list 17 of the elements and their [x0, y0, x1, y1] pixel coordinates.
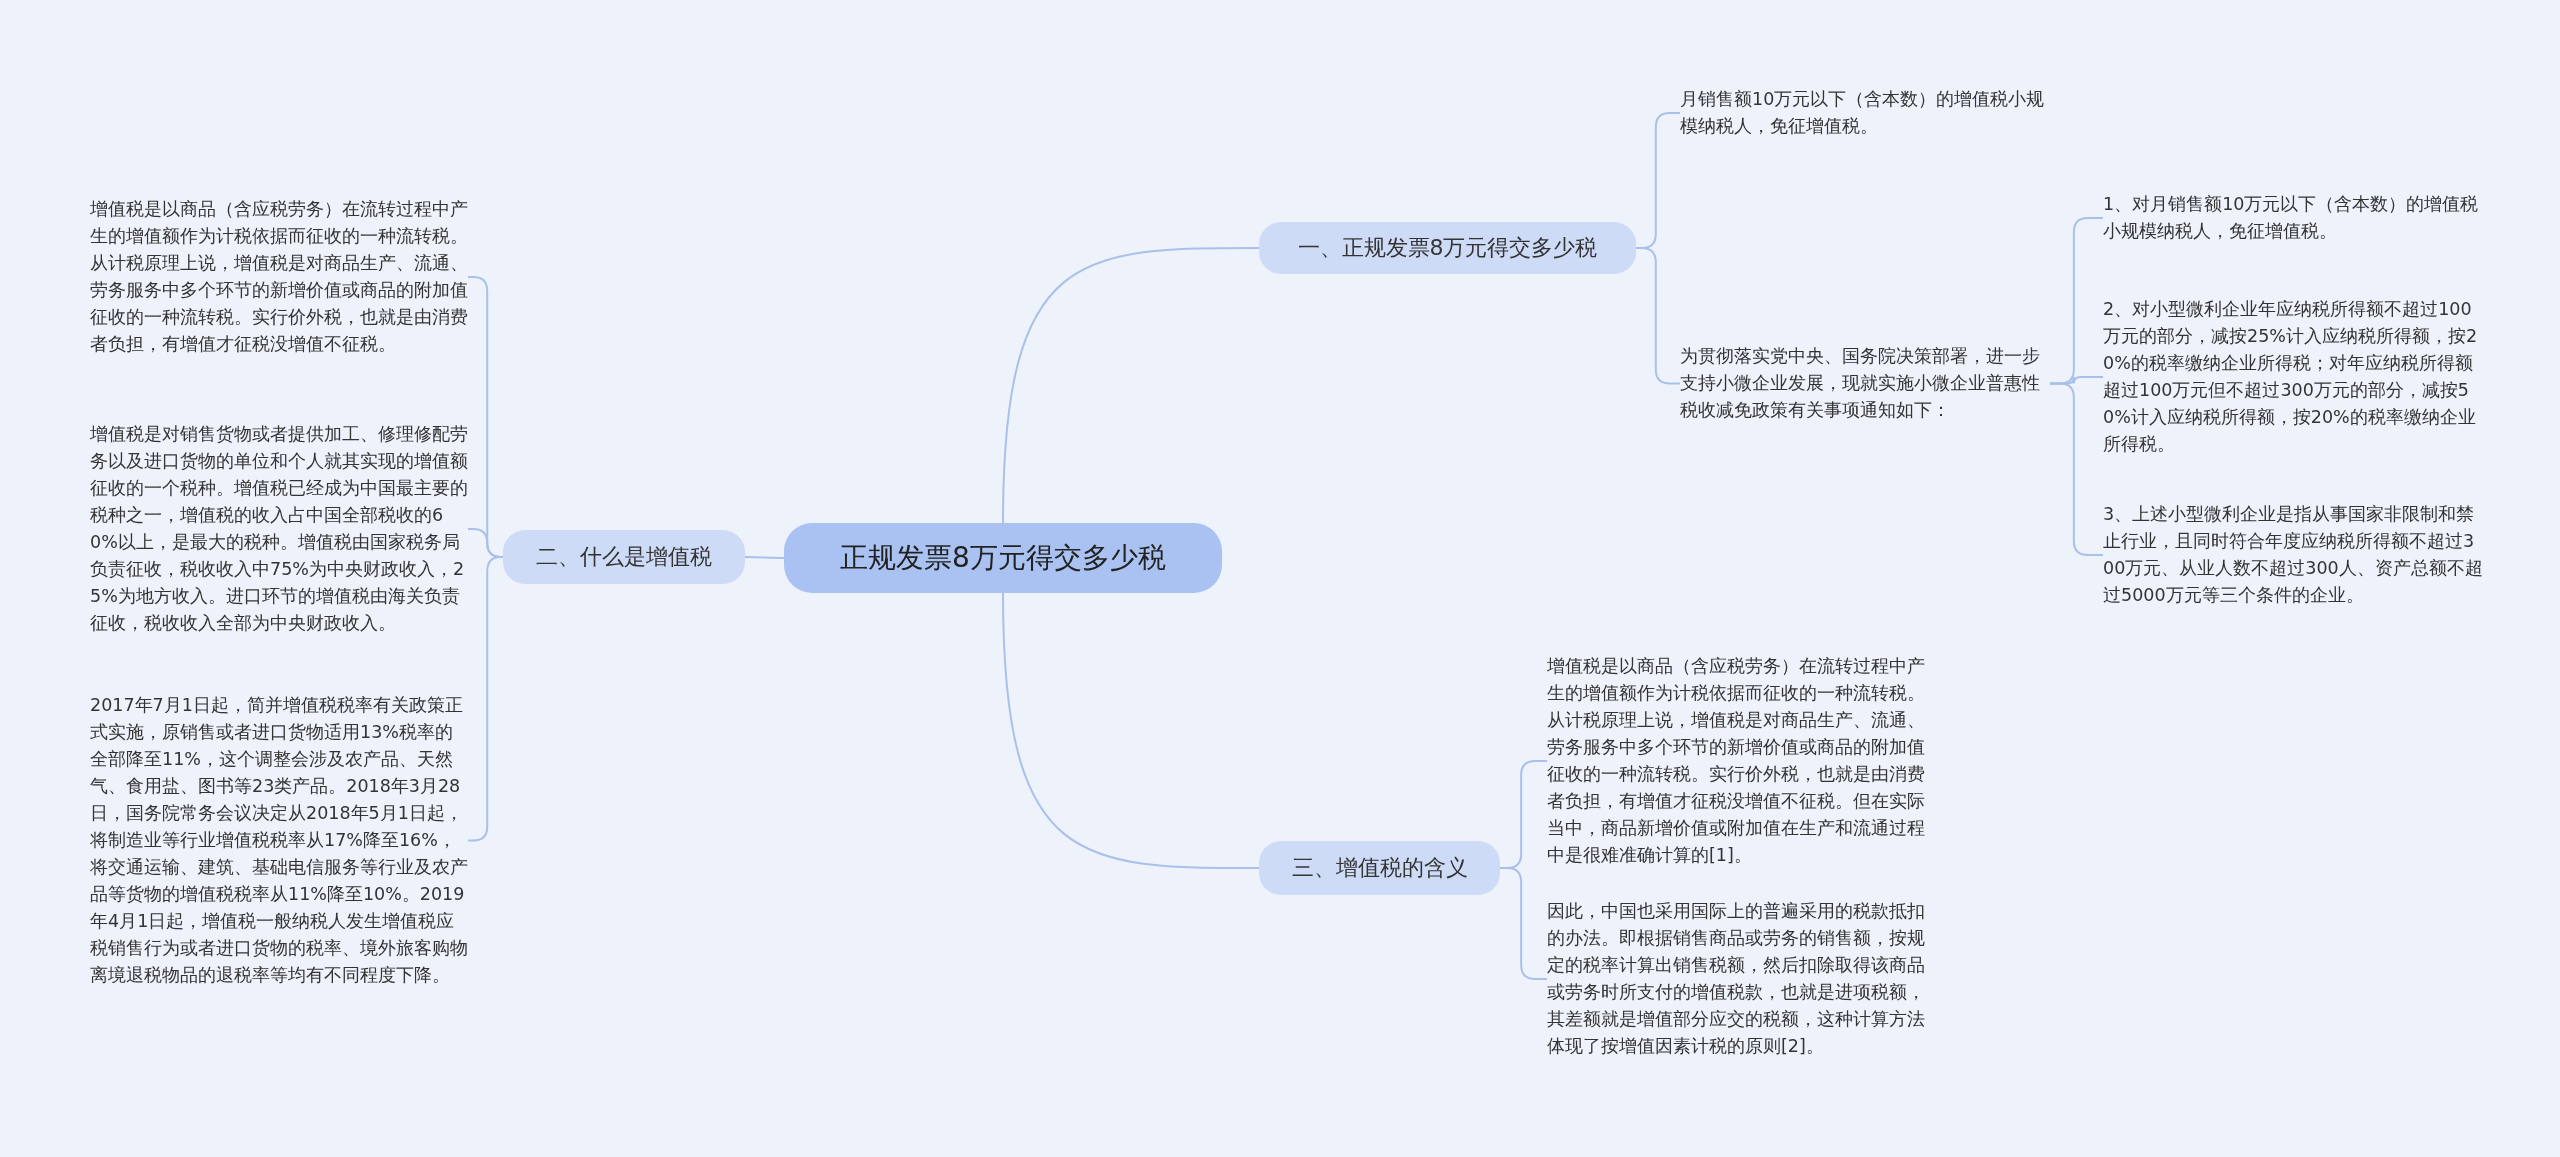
text-paragraph: 2、对小型微利企业年应纳税所得额不超过100万元的部分，减按25%计入应纳税所得额，按20%的税率缴纳企业所得税；对年应纳税所得额超过100万元但不超过300万元的部分，减按50%计入应纳税所得额，按20%的税率缴纳企业所得税。: [2103, 296, 2483, 458]
topic-box: 三、增值税的含义: [1259, 841, 1500, 895]
text-paragraph: 增值税是对销售货物或者提供加工、修理修配劳务以及进口货物的单位和个人就其实现的增值额征收的一个税种。增值税已经成为中国最主要的税种之一，增值税的收入占中国全部税收的60%以上，是最大的税种。增值税由国家税务局负责征收，税收收入中75%为中央财政收入，25%为地方收入。进口环节的增值税由海关负责征收，税收收入全部为中央财政收入。: [90, 421, 468, 637]
text-paragraph: 增值税是以商品（含应税劳务）在流转过程中产生的增值额作为计税依据而征收的一种流转税。从计税原理上说，增值税是对商品生产、流通、劳务服务中多个环节的新增价值或商品的附加值征收的一种流转税。实行价外税，也就是由消费者负担，有增值才征税没增值不征税。但在实际当中，商品新增价值或附加值在生产和流通过程中是很难准确计算的[1]。: [1547, 653, 1925, 869]
text-paragraph: 月销售额10万元以下（含本数）的增值税小规模纳税人，免征增值税。: [1680, 86, 2050, 140]
connector-line: [744, 556, 785, 559]
central-topic-box: 正规发票8万元得交多少税: [784, 523, 1222, 593]
text-paragraph: 因此，中国也采用国际上的普遍采用的税款抵扣的办法。即根据销售商品或劳务的销售额，按规定的税率计算出销售税额，然后扣除取得该商品或劳务时所支付的增值税款，也就是进项税额，其差额就是增值部分应交的税额，这种计算方法体现了按增值因素计税的原则[2]。: [1547, 898, 1925, 1060]
connector-line: [1002, 247, 1260, 524]
text-paragraph: 1、对月销售额10万元以下（含本数）的增值税小规模纳税人，免征增值税。: [2103, 191, 2483, 245]
topic-box: 一、正规发票8万元得交多少税: [1259, 222, 1636, 274]
text-paragraph: 为贯彻落实党中央、国务院决策部署，进一步支持小微企业发展，现就实施小微企业普惠性税收减免政策有关事项通知如下：: [1680, 343, 2050, 424]
text-paragraph: 3、上述小型微利企业是指从事国家非限制和禁止行业，且同时符合年度应纳税所得额不超过300万元、从业人数不超过300人、资产总额不超过5000万元等三个条件的企业。: [2103, 501, 2483, 609]
topic-box: 二、什么是增值税: [503, 530, 745, 584]
connector-line: [1002, 592, 1260, 869]
text-paragraph: 增值税是以商品（含应税劳务）在流转过程中产生的增值额作为计税依据而征收的一种流转税。从计税原理上说，增值税是对商品生产、流通、劳务服务中多个环节的新增价值或商品的附加值征收的一种流转税。实行价外税，也就是由消费者负担，有增值才征税没增值不征税。: [90, 196, 468, 358]
text-paragraph: 2017年7月1日起，简并增值税税率有关政策正式实施，原销售或者进口货物适用13%税率的全部降至11%，这个调整会涉及农产品、天然气、食用盐、图书等23类产品。2018年3月28日，国务院常务会议决定从2018年5月1日起，将制造业等行业增值税税率从17%降至16%，将交通运输、建筑、基础电信服务等行业及农产品等货物的增值税税率从11%降至10%。2019年4月1日起，增值税一般纳税人发生增值税应税销售行为或者进口货物的税率、境外旅客购物离境退税物品的退税率等均有不同程度下降。: [90, 692, 468, 989]
